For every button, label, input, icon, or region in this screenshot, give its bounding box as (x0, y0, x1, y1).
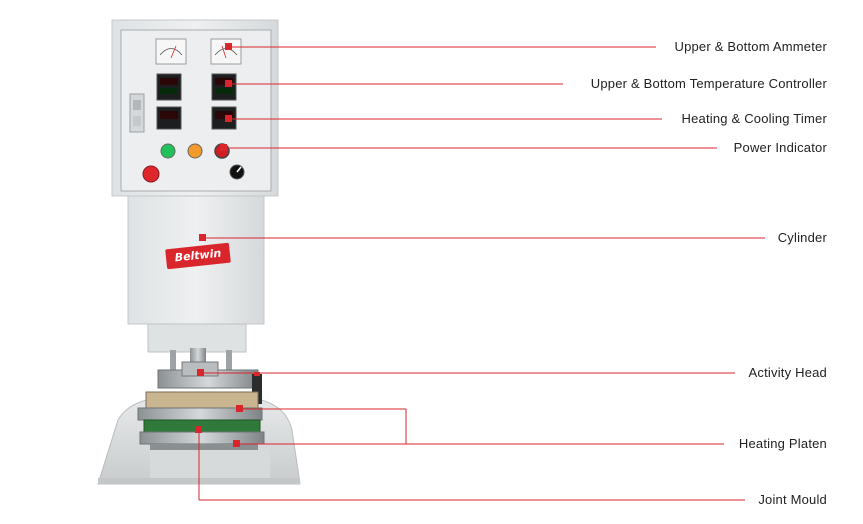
leader-line-heating-platen (237, 408, 724, 445)
temperature-controllers (156, 73, 237, 101)
label-power-indicator: Power Indicator (733, 140, 827, 155)
side-switch (129, 93, 145, 133)
leader-line-joint-mould (198, 430, 745, 501)
marker-temperature-controller (225, 80, 232, 87)
label-joint-mould: Joint Mould (758, 492, 827, 507)
marker-joint-mould (195, 426, 202, 433)
marker-activity-head (197, 369, 204, 376)
timers (156, 106, 237, 130)
marker-heating-platen-lower (233, 440, 240, 447)
label-upper-bottom-ammeter: Upper & Bottom Ammeter (674, 39, 827, 54)
label-heating-platen: Heating Platen (738, 436, 827, 451)
indicator-lights (142, 143, 245, 183)
marker-ammeter (225, 43, 232, 50)
marker-timer (225, 115, 232, 122)
cylinder-housing (127, 195, 265, 353)
marker-heating-platen-upper (236, 405, 243, 412)
label-cylinder: Cylinder (777, 230, 827, 245)
marker-power-indicator (220, 144, 227, 151)
label-heating-cooling-timer: Heating & Cooling Timer (681, 111, 827, 126)
label-upper-bottom-temperature-controller: Upper & Bottom Temperature Controller (590, 76, 827, 91)
ammeter-gauges (155, 38, 242, 65)
label-activity-head: Activity Head (748, 365, 827, 380)
marker-cylinder (199, 234, 206, 241)
